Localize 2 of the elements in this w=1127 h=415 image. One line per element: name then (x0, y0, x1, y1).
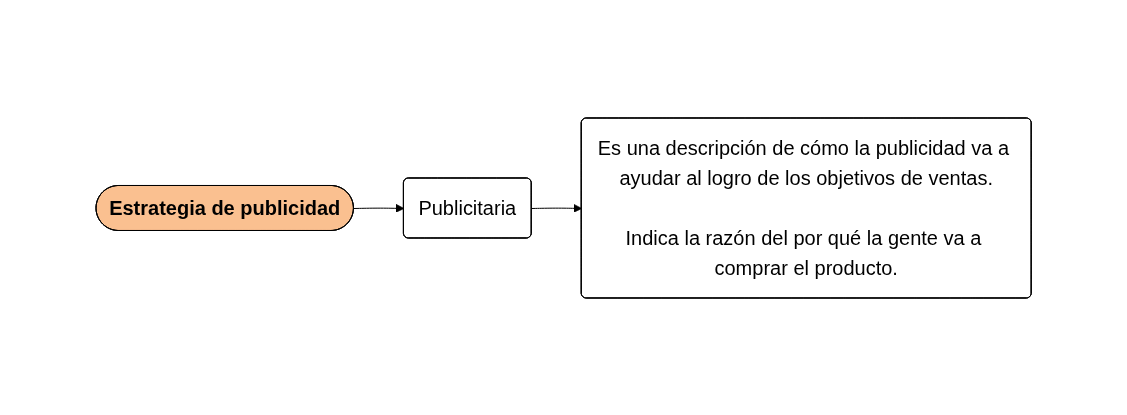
arrow (353, 203, 405, 213)
arrow (531, 203, 582, 213)
